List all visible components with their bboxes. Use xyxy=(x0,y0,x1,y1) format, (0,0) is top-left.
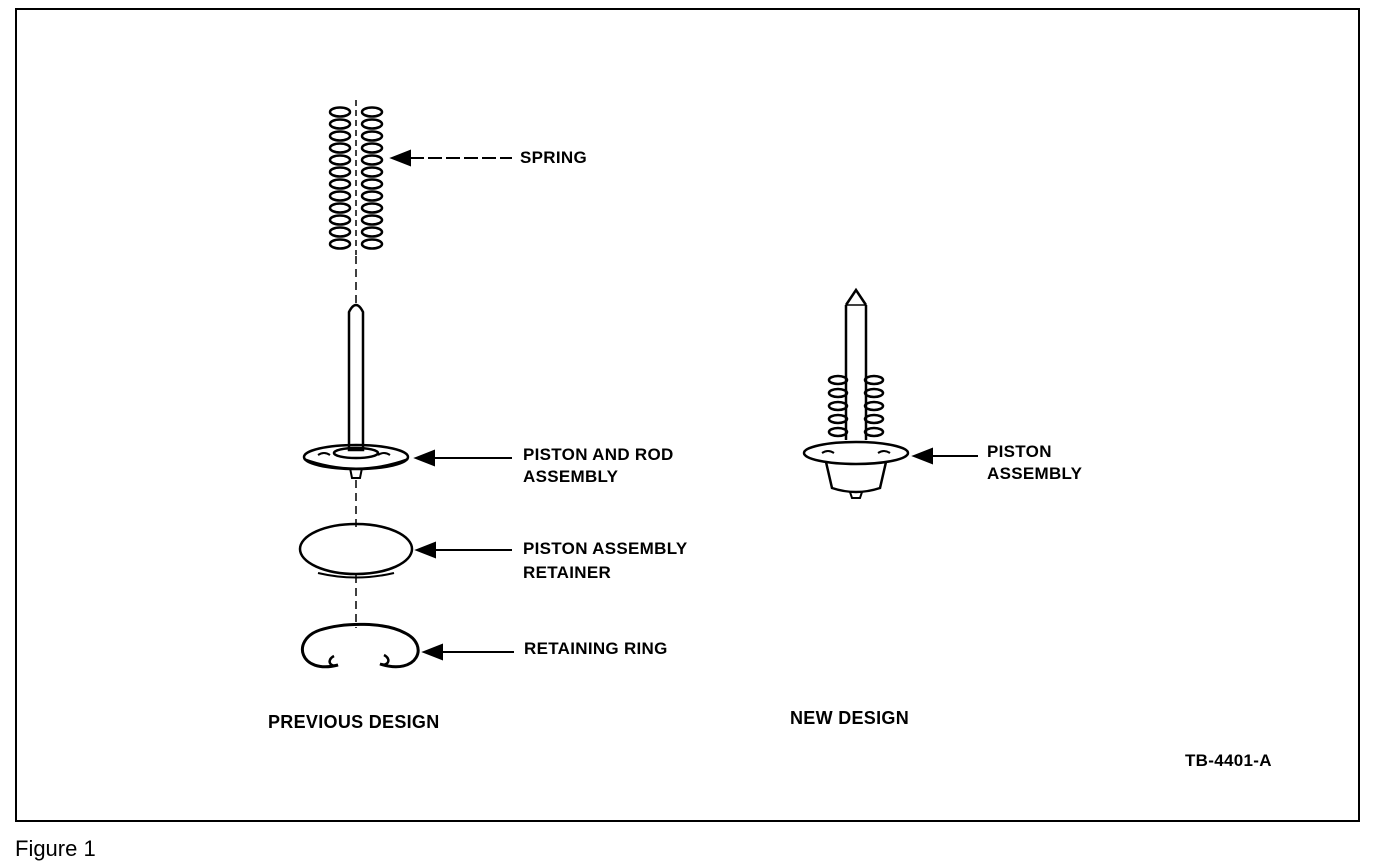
piston-assembly-part xyxy=(802,287,910,499)
piston-assembly-label-line1: PISTON xyxy=(987,442,1052,461)
drawing-code: TB-4401-A xyxy=(1185,751,1272,770)
spring-part xyxy=(328,100,384,255)
retainer-label-line2: RETAINER xyxy=(523,563,612,582)
spring-label: SPRING xyxy=(520,148,587,167)
diagram-frame xyxy=(15,8,1360,822)
retainer-label-line1: PISTON ASSEMBLY xyxy=(523,539,688,558)
retaining-ring-part xyxy=(301,622,420,669)
leader-arrows xyxy=(389,149,978,661)
piston-and-rod-label-line1: PISTON AND ROD xyxy=(523,445,674,464)
piston-assembly-label-line2: ASSEMBLY xyxy=(987,464,1083,483)
piston-and-rod-part xyxy=(302,303,410,479)
previous-design-caption: PREVIOUS DESIGN xyxy=(268,712,440,732)
piston-and-rod-label-line2: ASSEMBLY xyxy=(523,467,619,486)
retaining-ring-label: RETAINING RING xyxy=(524,639,668,658)
figure-caption: Figure 1 xyxy=(15,836,96,861)
piston-assembly-retainer-part xyxy=(298,522,414,579)
new-design-caption: NEW DESIGN xyxy=(790,708,910,728)
